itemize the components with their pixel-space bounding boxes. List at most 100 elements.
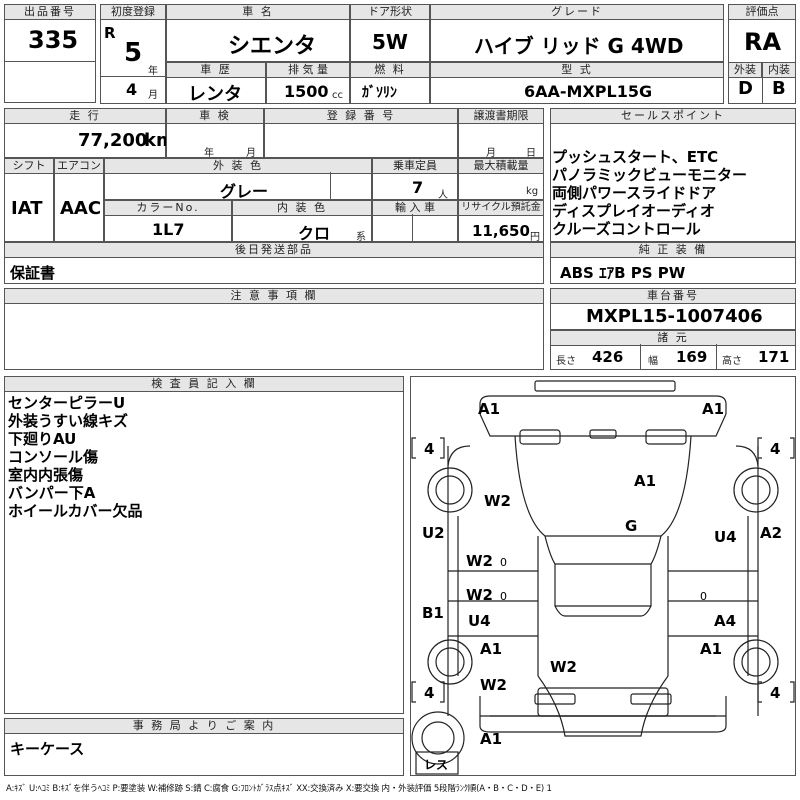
first-reg-month: 4 <box>126 80 138 99</box>
first-reg-year: 5 <box>124 38 143 68</box>
capacity-value: 7 <box>412 178 424 197</box>
inspection-label: 車 検 <box>166 108 264 124</box>
dims-height-label: 高さ <box>722 356 742 367</box>
tire-mark-rr: 4 <box>770 684 780 702</box>
later-parts-value: 保証書 <box>10 264 56 282</box>
sales-label: セールスポイント <box>550 108 796 124</box>
car-diagram: A1 A1 A1 G W2 U2 U4 A2 W2 W2 B1 U4 A4 A1… <box>411 380 795 775</box>
mark-zero: 0 <box>700 590 707 603</box>
inspector-item: 室内内張傷 <box>8 466 84 484</box>
sales-item: ディスプレイオーディオ <box>552 202 715 220</box>
lot-number: 335 <box>28 26 79 54</box>
displacement-label: 排 気 量 <box>266 62 350 78</box>
inspector-item: ホイールカバー欠品 <box>8 502 143 520</box>
inspector-item: バンパー下A <box>8 484 96 502</box>
mark-step-l: U4 <box>468 612 491 630</box>
mark-windshield: G <box>625 517 637 535</box>
car-name-label: 車 名 <box>166 4 350 20</box>
import-divider <box>412 214 413 242</box>
inspector-box <box>4 376 404 714</box>
mark-back-door: W2 <box>550 658 577 676</box>
dims-length-value: 426 <box>592 348 624 366</box>
mark-rr-bumper-l: W2 <box>480 676 507 694</box>
mark-zero: 0 <box>500 556 507 569</box>
mark-zero: 0 <box>500 590 507 603</box>
equipment-value: ABS ｴｱB PS PW <box>560 264 686 282</box>
sales-item: プッシュスタート、ETC <box>552 148 719 166</box>
door-label: ドア形状 <box>350 4 430 20</box>
model-value: 6AA-MXPL15G <box>524 82 653 101</box>
aircon-value: AAC <box>60 198 102 219</box>
door-value: 5W <box>372 30 408 54</box>
rating-label: 評価点 <box>728 4 796 20</box>
inspector-list: センターピラーU 外装うすい線キズ 下廻りAU コンソール傷 室内内張傷 バンパ… <box>8 394 143 520</box>
grade-value: ハイブ リッド G 4WD <box>474 34 684 58</box>
inspection-year-unit: 年 <box>204 148 214 159</box>
max-load-unit: kg <box>526 186 539 197</box>
transfer-label: 譲渡書期限 <box>458 108 544 124</box>
dims-width-value: 169 <box>676 348 708 366</box>
first-reg-era: R <box>104 24 116 42</box>
mark-sill-r: A2 <box>760 524 782 542</box>
mark-fr-bumper-l: A1 <box>478 400 500 418</box>
lot-label: 出品番号 <box>4 4 96 20</box>
mark-fr-door-l: W2 <box>466 552 493 570</box>
tire-mark-rl: 4 <box>424 684 434 702</box>
mark-hood: A1 <box>634 472 656 490</box>
mark-rr-door-r: A4 <box>714 612 736 630</box>
inspector-item: センターピラーU <box>8 394 126 412</box>
tire-mark-fr: 4 <box>770 440 780 458</box>
int-color-label: 内 装 色 <box>232 200 372 216</box>
fuel-value: ｶﾞｿﾘﾝ <box>362 85 397 101</box>
max-load-label: 最大積載量 <box>458 158 544 174</box>
capacity-unit: 人 <box>438 190 448 201</box>
car-name-value: シエンタ <box>228 34 317 59</box>
chassis-value: MXPL15-1007406 <box>586 306 763 327</box>
first-reg-divider <box>100 76 166 77</box>
recycle-unit: 円 <box>530 232 540 243</box>
recycle-value: 11,650 <box>472 222 530 240</box>
fuel-label: 燃 料 <box>350 62 430 78</box>
grade-label: グレード <box>430 4 724 20</box>
inspector-item: コンソール傷 <box>8 448 99 466</box>
first-reg-label: 初度登録 <box>100 4 166 20</box>
later-parts-label: 後日発送部品 <box>4 242 544 258</box>
mark-fr-fender-l: W2 <box>484 492 511 510</box>
mark-fr-bumper-r: A1 <box>702 400 724 418</box>
inspector-label: 検 査 員 記 入 欄 <box>4 376 404 392</box>
inspector-item: 外装うすい線キズ <box>8 412 129 430</box>
office-label: 事 務 局 よ り ご 案 内 <box>4 718 404 734</box>
mark-sill-l: U2 <box>422 524 445 542</box>
dims-length-label: 長さ <box>556 356 576 367</box>
model-label: 型 式 <box>430 62 724 78</box>
first-reg-year-unit: 年 <box>148 66 158 77</box>
history-value: レンタ <box>188 84 242 105</box>
first-reg-month-unit: 月 <box>148 90 158 101</box>
recycle-label: リサイクル預託金 <box>458 200 544 216</box>
dims-divider-1 <box>640 344 641 370</box>
import-label: 輸 入 車 <box>372 200 458 216</box>
mark-rr-bumper-bottom: A1 <box>480 730 502 748</box>
first-reg-box <box>100 4 166 104</box>
mileage-label: 走 行 <box>4 108 166 124</box>
inspector-item: 下廻りAU <box>8 430 77 448</box>
notes-label: 注 意 事 項 欄 <box>4 288 544 304</box>
chassis-label: 車台番号 <box>550 288 796 304</box>
dims-label: 諸 元 <box>550 330 796 346</box>
sales-list: プッシュスタート、ETC パノラミックビューモニター 両側パワースライドドア デ… <box>552 148 747 238</box>
dims-width-label: 幅 <box>648 356 658 367</box>
lot-empty-box <box>4 61 96 103</box>
equipment-label: 純 正 装 備 <box>550 242 796 258</box>
history-label: 車 歴 <box>166 62 266 78</box>
dims-height-value: 171 <box>758 348 790 366</box>
mark-rr-door-l: W2 <box>466 586 493 604</box>
mark-pillar-r: U4 <box>714 528 737 546</box>
sales-item: クルーズコントロール <box>552 220 701 238</box>
rating-int-value: B <box>772 78 786 99</box>
ext-color-label: 外 装 色 <box>104 158 372 174</box>
mark-rr-qtr-l: B1 <box>422 604 444 622</box>
legend-text: A:ｷｽﾞ U:ﾍｺﾐ B:ｷｽﾞを伴うﾍｺﾐ P:要塗装 W:補修跡 S:錆 … <box>6 784 552 794</box>
sales-item: 両側パワースライドドア <box>552 184 717 202</box>
office-value: キーケース <box>10 740 85 758</box>
mark-rr-wheel-l: A1 <box>480 640 502 658</box>
